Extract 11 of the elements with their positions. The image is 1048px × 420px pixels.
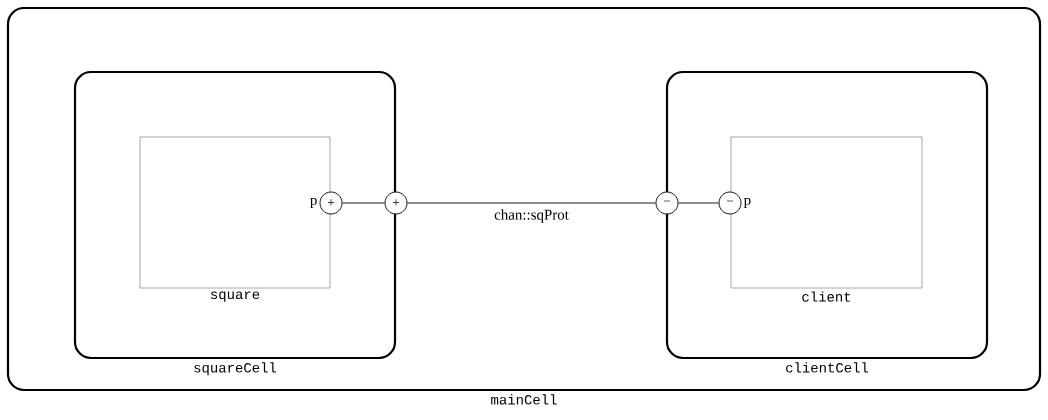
node-label: p	[743, 197, 751, 209]
connector-line	[678, 202, 719, 204]
node-label: client	[802, 291, 851, 302]
connector-line	[342, 202, 385, 204]
node-label: square	[211, 291, 260, 302]
node-label: mainCell	[491, 394, 557, 405]
connector-line	[407, 202, 656, 204]
node-label: p	[310, 197, 317, 209]
node-label: squareCell	[194, 362, 277, 376]
edge-label: chan::sqProt	[493, 208, 570, 224]
node-label: clientCell	[786, 362, 869, 373]
